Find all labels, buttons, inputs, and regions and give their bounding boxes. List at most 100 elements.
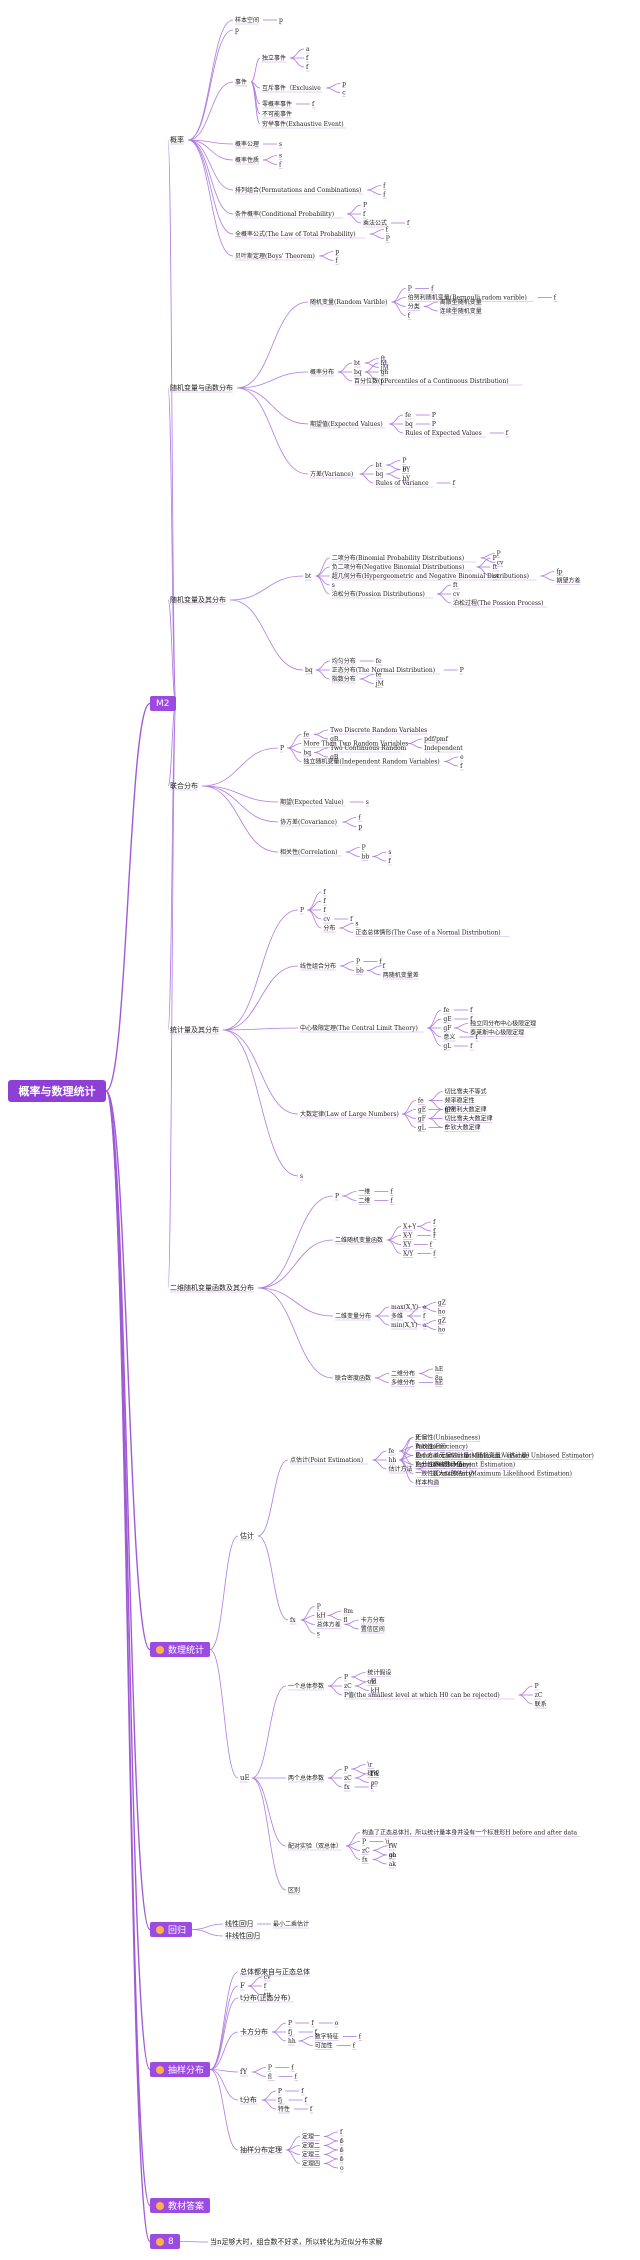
leaf-label[interactable]: 卡方分布	[361, 1616, 385, 1624]
leaf-label[interactable]: s	[332, 582, 335, 589]
leaf-label[interactable]: P	[280, 745, 284, 752]
leaf-label[interactable]: P	[363, 202, 367, 209]
leaf-label[interactable]: f	[433, 1219, 436, 1226]
leaf-label[interactable]: f	[323, 898, 326, 905]
leaf-label[interactable]: gE	[418, 1107, 426, 1114]
leaf-label[interactable]: f	[383, 963, 386, 970]
leaf-label[interactable]: 矩估计(Moment Estimation)	[432, 1461, 515, 1469]
leaf-label[interactable]: 伯努利大数定律	[445, 1106, 487, 1114]
leaf-label[interactable]: fW	[371, 1771, 380, 1778]
leaf-label[interactable]: P	[278, 2088, 282, 2095]
leaf-label[interactable]: 条件概率(Conditional Probability)	[235, 210, 334, 218]
leaf-label[interactable]: f	[506, 430, 509, 437]
module-textbook-answers[interactable]: 教材答案	[150, 2198, 211, 2213]
leaf-label[interactable]: f	[386, 227, 389, 234]
leaf-label[interactable]: 二维变量分布	[335, 1312, 371, 1320]
leaf-label[interactable]: 百分位数(pPercentiles of a Continuous Distri…	[354, 377, 509, 385]
leaf-label[interactable]: bq	[405, 421, 413, 428]
module-8[interactable]: 8	[150, 2234, 180, 2249]
leaf-label[interactable]: ft	[381, 356, 386, 363]
leaf-label[interactable]: 方差(Variance)	[310, 470, 353, 478]
leaf-label[interactable]: cv	[323, 916, 330, 923]
module-statistics[interactable]: 数理统计	[150, 1642, 211, 1657]
leaf-label[interactable]: 独立事件	[262, 54, 286, 62]
leaf-label[interactable]: P值(the smallest level at which H0 can be…	[344, 1691, 500, 1699]
leaf-label[interactable]: 分布	[323, 924, 335, 932]
leaf-label[interactable]: P	[386, 236, 390, 243]
leaf-label[interactable]: cv	[264, 1974, 271, 1981]
leaf-label[interactable]: f	[470, 1043, 473, 1050]
leaf-label[interactable]: 最小二乘估计	[273, 1920, 309, 1928]
leaf-label[interactable]: s	[300, 1173, 303, 1180]
leaf-label[interactable]: 负二项分布(Negative Binomial Distributions)	[332, 563, 465, 571]
leaf-label[interactable]: 统计假设	[367, 1669, 391, 1677]
leaf-label[interactable]: f	[340, 2156, 343, 2163]
leaf-label[interactable]: f	[312, 101, 315, 108]
leaf-label[interactable]: 独立随机变量(Independent Random Variables)	[303, 758, 439, 766]
branch-label[interactable]: 抽样分布定理	[240, 2145, 282, 2154]
leaf-label[interactable]: f	[433, 1251, 436, 1258]
leaf-label[interactable]: p	[358, 824, 362, 831]
leaf-label[interactable]: 泊松过程(The Possion Process)	[453, 599, 543, 607]
leaf-label[interactable]: 有效性(Efficiency)	[415, 1443, 468, 1451]
leaf-label[interactable]: f	[470, 1007, 473, 1014]
leaf-label[interactable]: 切比雪夫大数定律	[445, 1115, 493, 1123]
leaf-label[interactable]: bq	[303, 750, 311, 757]
leaf-label[interactable]: 两随机变量差	[383, 971, 419, 979]
leaf-label[interactable]: 分类	[408, 303, 420, 311]
leaf-label[interactable]: 8m	[343, 1608, 353, 1615]
leaf-label[interactable]: fd	[381, 360, 387, 367]
leaf-label[interactable]: 意义	[443, 1033, 455, 1041]
leaf-label[interactable]: hh	[388, 1457, 396, 1464]
leaf-label[interactable]: 排列组合(Permutations and Combinations)	[235, 186, 361, 194]
leaf-label[interactable]: f	[554, 295, 557, 302]
leaf-label[interactable]: 随机变量(Random Varible)	[310, 298, 387, 306]
leaf-label[interactable]: cv	[497, 560, 504, 567]
leaf-label[interactable]: P	[493, 555, 497, 562]
leaf-label[interactable]: f	[371, 1784, 374, 1791]
leaf-label[interactable]: P	[344, 1766, 348, 1773]
leaf-label[interactable]: 总体方差	[317, 1621, 341, 1629]
leaf-label[interactable]: uE	[367, 1679, 375, 1686]
leaf-label[interactable]: f	[423, 1313, 426, 1320]
leaf-label[interactable]: f	[379, 959, 382, 966]
leaf-label[interactable]: P	[300, 907, 304, 914]
leaf-label[interactable]: f	[311, 2020, 314, 2027]
leaf-label[interactable]: p	[235, 27, 239, 34]
leaf-label[interactable]: \d	[371, 1679, 377, 1686]
module-sampling-distribution[interactable]: 抽样分布	[150, 2062, 211, 2077]
leaf-label[interactable]: f	[301, 2088, 304, 2095]
leaf-label[interactable]: 贝叶斯定理(Boys' Theorem)	[235, 252, 315, 260]
leaf-label[interactable]: 二维随机变量函数	[335, 1236, 383, 1244]
leaf-label[interactable]: f	[310, 2106, 313, 2113]
leaf-label[interactable]: hh	[288, 2038, 296, 2045]
root-node[interactable]: 概率与数理统计	[8, 1080, 106, 1102]
leaf-label[interactable]: fe	[376, 672, 382, 679]
leaf-label[interactable]: 数字特征	[315, 2033, 339, 2041]
leaf-label[interactable]: 期望方差	[556, 577, 580, 585]
leaf-label[interactable]: P	[408, 286, 412, 293]
leaf-label[interactable]: 联合密度函数	[335, 1374, 371, 1382]
leaf-label[interactable]: P	[402, 458, 406, 465]
leaf-label[interactable]: bq	[376, 471, 384, 478]
leaf-label[interactable]: 联系	[535, 1700, 547, 1708]
leaf-label[interactable]: 一个总体参数	[288, 1682, 324, 1690]
leaf-label[interactable]: 多维	[391, 1312, 403, 1320]
leaf-label[interactable]: bt	[354, 360, 361, 367]
leaf-label[interactable]: 估计方法	[388, 1465, 412, 1473]
leaf-label[interactable]: gL	[443, 1043, 451, 1050]
leaf-label[interactable]: ho	[438, 1327, 446, 1334]
leaf-label[interactable]: 多维分布	[391, 1379, 415, 1387]
branch-label[interactable]: 二维随机变量函数及其分布	[170, 1283, 254, 1292]
leaf-label[interactable]: 中心极限定理(The Central Limit Theory)	[300, 1024, 418, 1032]
leaf-label[interactable]: 相关性(Correlation)	[280, 848, 337, 856]
leaf-label[interactable]: X/Y	[403, 1251, 414, 1258]
leaf-label[interactable]: e	[460, 754, 464, 761]
leaf-label[interactable]: ttt	[264, 1992, 272, 1999]
leaf-label[interactable]: f	[350, 916, 353, 923]
leaf-label[interactable]: o	[340, 2165, 344, 2172]
leaf-label[interactable]: \r	[367, 1762, 372, 1769]
leaf-label[interactable]: 可加性	[315, 2042, 333, 2050]
leaf-label[interactable]: f	[363, 211, 366, 218]
leaf-label[interactable]: 正态总体情形(The Case of a Normal Distribution…	[355, 929, 500, 937]
